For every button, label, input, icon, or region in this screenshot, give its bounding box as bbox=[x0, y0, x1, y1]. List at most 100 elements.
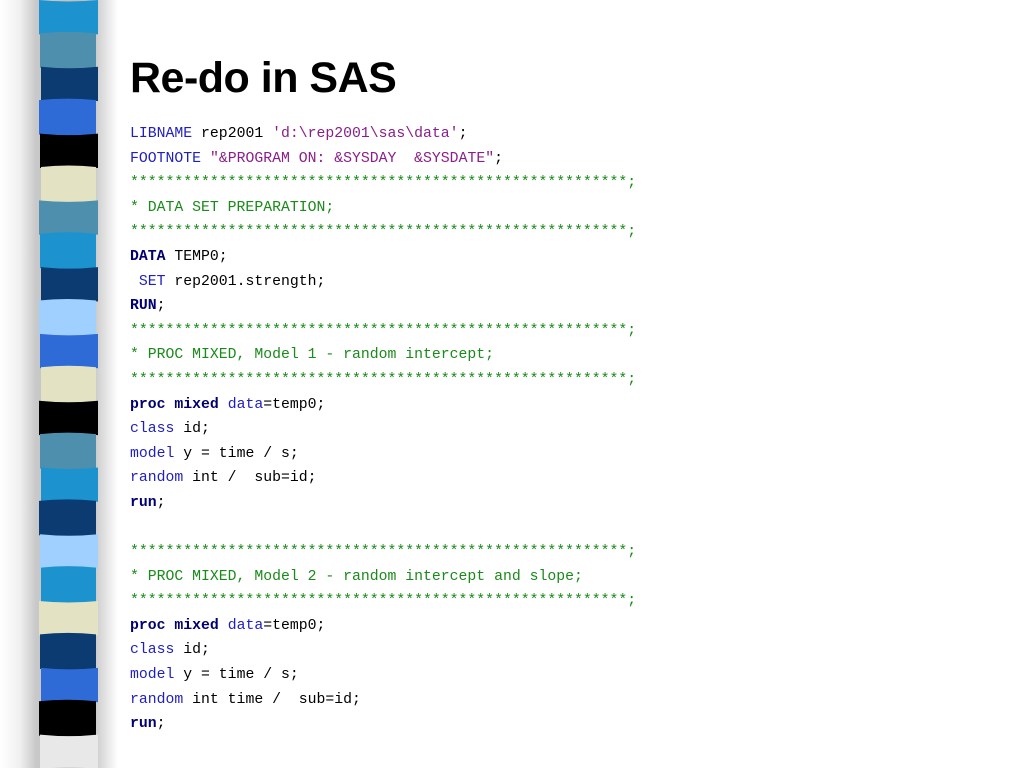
strip-block bbox=[40, 133, 98, 168]
code-token: y = time / s; bbox=[174, 445, 299, 462]
code-token: id; bbox=[174, 642, 210, 659]
code-token: y = time / s; bbox=[174, 667, 299, 684]
sas-code-block: LIBNAME rep2001 'd:\rep2001\sas\data';FO… bbox=[130, 122, 636, 737]
strip-block bbox=[40, 31, 96, 70]
code-line: ****************************************… bbox=[130, 589, 636, 614]
code-token: TEMP0; bbox=[165, 248, 228, 265]
code-token: * PROC MIXED, Model 1 - random intercept… bbox=[130, 347, 495, 364]
code-token: "&PROGRAM ON: &SYSDAY &SYSDATE" bbox=[209, 150, 495, 167]
code-line: * PROC MIXED, Model 1 - random intercept… bbox=[130, 343, 636, 368]
code-token: proc mixed bbox=[130, 396, 219, 413]
code-token: SET bbox=[138, 273, 166, 290]
code-token: proc mixed bbox=[130, 617, 219, 634]
code-token: ****************************************… bbox=[130, 593, 637, 610]
code-token: ****************************************… bbox=[130, 371, 637, 388]
code-token: RUN bbox=[130, 298, 157, 315]
code-token: ; bbox=[156, 494, 166, 511]
strip-block bbox=[40, 432, 96, 470]
strip-block bbox=[40, 232, 96, 270]
code-token: random bbox=[130, 691, 184, 708]
code-token: int / sub=id; bbox=[183, 470, 317, 487]
code-token: LIBNAME bbox=[130, 126, 193, 142]
strip-block bbox=[39, 0, 98, 35]
strip-block bbox=[39, 200, 98, 235]
code-line: ****************************************… bbox=[130, 368, 636, 393]
code-token: 'd:\rep2001\sas\data' bbox=[272, 126, 459, 142]
strip-block bbox=[39, 699, 96, 738]
strip-block bbox=[40, 333, 98, 369]
code-token: data bbox=[227, 617, 264, 634]
strip-block bbox=[41, 267, 98, 302]
strip-block bbox=[41, 66, 98, 102]
code-line: LIBNAME rep2001 'd:\rep2001\sas\data'; bbox=[130, 122, 636, 147]
code-token: ****************************************… bbox=[130, 224, 637, 241]
code-line: random int time / sub=id; bbox=[130, 688, 636, 713]
strip-block bbox=[41, 365, 96, 404]
code-token: random bbox=[130, 470, 184, 487]
code-line: ****************************************… bbox=[130, 220, 636, 245]
code-token bbox=[219, 618, 228, 634]
code-token: ; bbox=[156, 298, 166, 315]
code-token: ****************************************… bbox=[130, 544, 637, 561]
strip-block bbox=[41, 566, 96, 604]
decorative-color-strip bbox=[39, 0, 98, 768]
code-line: ****************************************… bbox=[130, 540, 636, 565]
code-line: random int / sub=id; bbox=[130, 466, 636, 491]
code-line: DATA TEMP0; bbox=[130, 245, 636, 270]
code-line: run; bbox=[130, 491, 636, 516]
code-token: ****************************************… bbox=[130, 322, 637, 339]
code-line: run; bbox=[130, 712, 636, 737]
strip-block bbox=[41, 467, 98, 502]
strip-block bbox=[40, 534, 98, 569]
strip-block bbox=[39, 299, 96, 337]
code-token bbox=[130, 274, 139, 290]
strip-block bbox=[39, 499, 96, 537]
code-token: int time / sub=id; bbox=[183, 691, 361, 708]
code-token bbox=[219, 397, 228, 413]
code-line: model y = time / s; bbox=[130, 663, 636, 688]
code-token: ; bbox=[494, 150, 503, 167]
code-token: * PROC MIXED, Model 2 - random intercept… bbox=[130, 568, 583, 585]
code-token: ; bbox=[458, 126, 468, 142]
code-token: run bbox=[130, 494, 157, 511]
code-token: run bbox=[130, 716, 157, 733]
code-line: class id; bbox=[130, 638, 636, 663]
code-token: class bbox=[130, 642, 175, 659]
strip-block bbox=[39, 601, 98, 636]
code-token: rep2001 bbox=[192, 126, 273, 142]
strip-block bbox=[39, 98, 96, 137]
code-line: FOOTNOTE "&PROGRAM ON: &SYSDAY &SYSDATE"… bbox=[130, 147, 636, 172]
code-token: class bbox=[130, 421, 175, 438]
code-token: ****************************************… bbox=[130, 175, 637, 192]
strip-block bbox=[40, 734, 98, 768]
code-line: proc mixed data=temp0; bbox=[130, 393, 636, 418]
code-token bbox=[201, 151, 210, 167]
strip-block bbox=[39, 400, 98, 436]
code-line: SET rep2001.strength; bbox=[130, 270, 636, 295]
code-line: * PROC MIXED, Model 2 - random intercept… bbox=[130, 565, 636, 590]
code-line: ****************************************… bbox=[130, 171, 636, 196]
code-token: FOOTNOTE bbox=[130, 150, 202, 167]
code-line: ****************************************… bbox=[130, 319, 636, 344]
code-token: model bbox=[130, 667, 175, 684]
code-token: model bbox=[130, 445, 175, 462]
code-token: ; bbox=[156, 716, 166, 733]
strip-block bbox=[40, 632, 96, 671]
slide-title: Re-do in SAS bbox=[130, 54, 397, 102]
code-token: * DATA SET PREPARATION; bbox=[130, 199, 335, 216]
strip-block bbox=[41, 667, 98, 703]
code-line: model y = time / s; bbox=[130, 442, 636, 467]
code-token: DATA bbox=[130, 248, 166, 265]
code-token: id; bbox=[174, 421, 210, 438]
code-token: =temp0; bbox=[263, 396, 326, 413]
code-token: =temp0; bbox=[263, 617, 326, 634]
code-token: rep2001.strength; bbox=[165, 273, 326, 290]
code-line: proc mixed data=temp0; bbox=[130, 614, 636, 639]
code-line bbox=[130, 516, 636, 541]
strip-block bbox=[41, 165, 96, 203]
code-line: class id; bbox=[130, 417, 636, 442]
code-line: * DATA SET PREPARATION; bbox=[130, 196, 636, 221]
code-token: data bbox=[227, 396, 264, 413]
code-line: RUN; bbox=[130, 294, 636, 319]
